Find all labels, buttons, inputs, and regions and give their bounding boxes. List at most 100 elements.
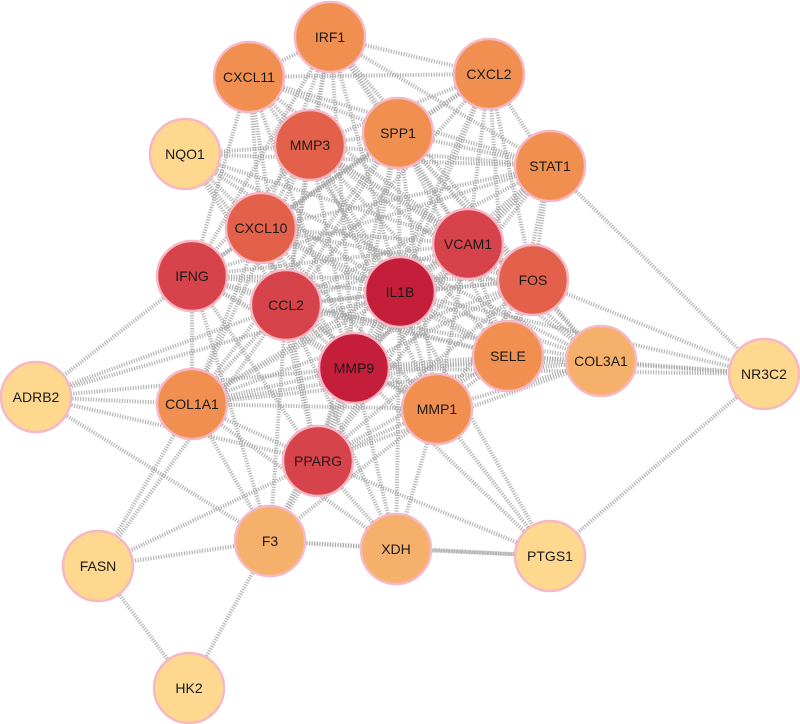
node-circle-mmp9[interactable] xyxy=(317,331,391,405)
node-fos[interactable]: FOS xyxy=(496,243,570,317)
edge-mmp3-fos xyxy=(308,143,535,282)
node-label-xdh: XDH xyxy=(381,541,411,557)
edge-spp1-mmp9 xyxy=(352,132,400,369)
node-circle-stat1[interactable] xyxy=(513,129,587,203)
node-irf1[interactable]: IRF1 xyxy=(293,0,367,74)
node-circle-ifng[interactable] xyxy=(155,239,229,313)
node-circle-xdh[interactable] xyxy=(359,512,433,586)
node-col3a1[interactable]: COL3A1 xyxy=(564,324,638,398)
node-label-cxcl2: CXCL2 xyxy=(466,66,511,82)
edge-irf1-cxcl11 xyxy=(248,35,331,79)
node-circle-f3[interactable] xyxy=(233,504,307,578)
node-circle-irf1[interactable] xyxy=(293,0,367,74)
node-circle-vcam1[interactable] xyxy=(431,207,505,281)
edge-stat1-nr3c2 xyxy=(548,164,766,376)
edge-vcam1-fos xyxy=(467,242,534,282)
node-circle-cxcl2[interactable] xyxy=(452,37,526,111)
node-ifng[interactable]: IFNG xyxy=(155,239,229,313)
node-circle-cxcl11[interactable] xyxy=(212,40,286,114)
edge-cxcl11-vcam1 xyxy=(247,75,470,246)
node-circle-nqo1[interactable] xyxy=(148,117,222,191)
node-il1b[interactable]: IL1B xyxy=(363,255,437,329)
node-nqo1[interactable]: NQO1 xyxy=(148,117,222,191)
edge-irf1-mmp9 xyxy=(328,36,356,369)
node-label-mmp9: MMP9 xyxy=(334,360,375,376)
node-cxcl2[interactable]: CXCL2 xyxy=(452,37,526,111)
node-label-cxcl11: CXCL11 xyxy=(223,69,275,85)
edge-cxcl11-cxcl10 xyxy=(247,76,263,229)
node-circle-ptgs1[interactable] xyxy=(513,519,587,593)
edge-ifng-mmp1 xyxy=(191,274,438,411)
node-label-col1a1: COL1A1 xyxy=(165,396,219,412)
node-label-hk2: HK2 xyxy=(175,680,202,696)
node-circle-sele[interactable] xyxy=(471,319,545,393)
node-spp1[interactable]: SPP1 xyxy=(361,96,435,170)
edge-cxcl10-pparg xyxy=(259,227,320,462)
edge-mmp3-col1a1 xyxy=(190,144,312,405)
node-label-spp1: SPP1 xyxy=(380,125,416,141)
edge-pparg-fasn xyxy=(97,459,319,568)
edge-col3a1-pparg xyxy=(317,359,602,463)
node-circle-mmp1[interactable] xyxy=(400,372,474,446)
node-circle-fasn[interactable] xyxy=(61,529,135,603)
node-hk2[interactable]: HK2 xyxy=(152,651,226,724)
edge-ccl2-fasn xyxy=(96,303,288,568)
edge-il1b-adrb2 xyxy=(35,290,401,399)
node-sele[interactable]: SELE xyxy=(471,319,545,393)
node-pparg[interactable]: PPARG xyxy=(281,424,355,498)
edge-nqo1-stat1 xyxy=(184,152,551,168)
node-nr3c2[interactable]: NR3C2 xyxy=(727,337,800,411)
node-label-mmp1: MMP1 xyxy=(417,401,458,417)
node-circle-ccl2[interactable] xyxy=(249,268,323,342)
edge-adrb2-f3 xyxy=(34,395,272,543)
edge-il1b-mmp9 xyxy=(352,290,402,370)
node-cxcl11[interactable]: CXCL11 xyxy=(212,40,286,114)
edge-nqo1-vcam1 xyxy=(184,152,469,246)
node-circle-spp1[interactable] xyxy=(361,96,435,170)
node-adrb2[interactable]: ADRB2 xyxy=(0,360,73,434)
node-label-ifng: IFNG xyxy=(175,268,208,284)
node-xdh[interactable]: XDH xyxy=(359,512,433,586)
node-cxcl10[interactable]: CXCL10 xyxy=(224,191,298,265)
node-label-ptgs1: PTGS1 xyxy=(527,548,573,564)
node-circle-hk2[interactable] xyxy=(152,651,226,724)
edge-irf1-stat1 xyxy=(328,35,552,168)
node-vcam1[interactable]: VCAM1 xyxy=(431,207,505,281)
node-label-sele: SELE xyxy=(490,348,526,364)
edge-ccl2-f3 xyxy=(268,304,288,542)
edge-cxcl11-cxcl2 xyxy=(248,72,490,79)
node-stat1[interactable]: STAT1 xyxy=(513,129,587,203)
edge-spp1-col1a1 xyxy=(190,131,400,406)
node-circle-col1a1[interactable] xyxy=(155,367,229,441)
node-circle-col3a1[interactable] xyxy=(564,324,638,398)
edge-hk2-f3 xyxy=(187,540,272,689)
node-circle-mmp3[interactable] xyxy=(273,108,347,182)
node-circle-nr3c2[interactable] xyxy=(727,337,800,411)
node-circle-il1b[interactable] xyxy=(363,255,437,329)
node-circle-adrb2[interactable] xyxy=(0,360,73,434)
edge-il1b-ptgs1 xyxy=(398,291,552,557)
edge-il1b-col1a1 xyxy=(191,290,401,406)
edge-ccl2-xdh xyxy=(284,304,398,550)
node-label-fasn: FASN xyxy=(80,558,117,574)
node-ptgs1[interactable]: PTGS1 xyxy=(513,519,587,593)
node-fasn[interactable]: FASN xyxy=(61,529,135,603)
node-mmp1[interactable]: MMP1 xyxy=(400,372,474,446)
node-label-vcam1: VCAM1 xyxy=(444,236,492,252)
node-circle-fos[interactable] xyxy=(496,243,570,317)
node-label-cxcl10: CXCL10 xyxy=(235,220,288,236)
node-circle-pparg[interactable] xyxy=(281,424,355,498)
node-label-irf1: IRF1 xyxy=(315,29,346,45)
node-col1a1[interactable]: COL1A1 xyxy=(155,367,229,441)
node-ccl2[interactable]: CCL2 xyxy=(249,268,323,342)
node-circle-cxcl10[interactable] xyxy=(224,191,298,265)
node-f3[interactable]: F3 xyxy=(233,504,307,578)
edge-nqo1-cxcl10 xyxy=(183,152,263,230)
node-mmp9[interactable]: MMP9 xyxy=(317,331,391,405)
edge-ifng-fos xyxy=(191,274,534,282)
edge-mmp3-spp1 xyxy=(309,131,399,147)
edge-ccl2-sele xyxy=(285,303,509,358)
node-mmp3[interactable]: MMP3 xyxy=(273,108,347,182)
edge-fos-col3a1 xyxy=(531,278,603,363)
